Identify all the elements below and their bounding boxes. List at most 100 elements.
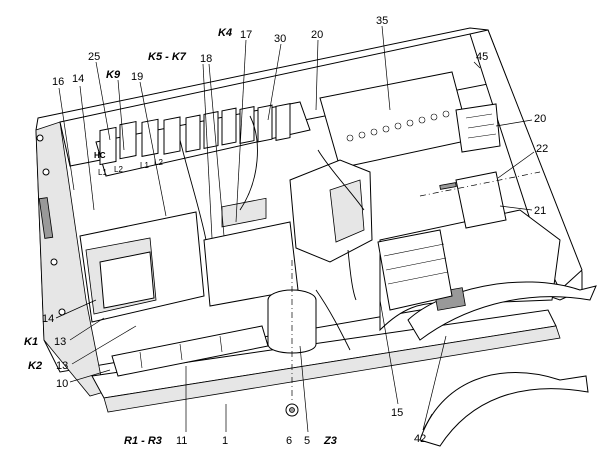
relay-block xyxy=(119,120,137,160)
leader-42a xyxy=(422,335,447,431)
contactor-area xyxy=(79,197,299,323)
terminal-screw xyxy=(406,119,414,127)
callout-45: 45 xyxy=(476,51,488,63)
terminal-screw xyxy=(382,125,390,133)
terminal-screw xyxy=(346,134,354,142)
marking-hc: HC xyxy=(94,151,106,160)
resistor-line xyxy=(179,343,183,361)
callout-1: 1 xyxy=(222,435,228,447)
callout-13-upper: 13 xyxy=(54,336,66,348)
screw xyxy=(36,134,44,142)
relay-block xyxy=(221,107,237,146)
relay-block xyxy=(257,104,273,143)
callout-35: 35 xyxy=(376,15,388,27)
leader-13b xyxy=(71,325,137,365)
strip-line xyxy=(385,257,447,271)
label-k1: K1 xyxy=(24,336,38,348)
leader-30 xyxy=(267,43,282,121)
label-z3: Z3 xyxy=(323,435,337,447)
marking-l1: L1 xyxy=(98,168,107,177)
cable xyxy=(239,115,258,211)
leader-lines xyxy=(55,25,535,433)
callout-16: 16 xyxy=(52,76,64,88)
callout-21: 21 xyxy=(534,205,546,217)
screw xyxy=(42,168,50,176)
callout-18: 18 xyxy=(200,53,212,65)
label-k2: K2 xyxy=(28,360,42,372)
leader-21 xyxy=(499,205,533,211)
leader-15 xyxy=(379,299,399,405)
relay-blocks xyxy=(99,103,291,166)
callout-13-lower: 13 xyxy=(56,360,68,372)
clamp-axis xyxy=(419,171,541,197)
resistor-line xyxy=(139,351,143,369)
center-cable xyxy=(317,149,365,211)
strip-line xyxy=(383,243,445,257)
callout-17: 17 xyxy=(240,29,252,41)
terminal-line xyxy=(467,133,497,139)
terminal-screw xyxy=(430,113,438,121)
resistor-bar xyxy=(111,325,269,377)
leader-45 xyxy=(473,61,481,69)
top-relay-row: HC L1 L2 L1 L2 xyxy=(94,101,311,177)
leader-14b xyxy=(55,299,97,319)
terminal-line xyxy=(467,123,495,129)
relay-block xyxy=(203,111,219,149)
callout-labels: 16 14 25 K9 19 K5 - K7 18 K4 17 30 20 35… xyxy=(24,15,548,447)
leader-5 xyxy=(299,345,309,433)
marking-l2b: L2 xyxy=(154,158,163,167)
right-terminal-body xyxy=(455,103,501,153)
leader-19 xyxy=(139,81,167,217)
callout-6: 6 xyxy=(286,435,292,447)
callout-19: 19 xyxy=(131,71,143,83)
leader-42b xyxy=(422,413,433,431)
terminal-screw xyxy=(442,110,450,118)
curved-bracket-lower xyxy=(419,372,589,447)
clamp-screw xyxy=(439,182,457,190)
center-device xyxy=(289,149,373,263)
terminal-screw xyxy=(418,116,426,124)
resistor-strip xyxy=(111,325,269,377)
terminal-block-rail xyxy=(319,71,471,169)
callout-20-right: 20 xyxy=(534,113,546,125)
cable-clamp xyxy=(419,171,541,229)
leader-20b xyxy=(495,119,533,127)
front-rail-edge xyxy=(103,325,561,413)
relay-block xyxy=(141,118,159,157)
right-terminal-block xyxy=(455,103,501,153)
clamp-body xyxy=(455,171,507,229)
callout-14-bottom: 14 xyxy=(42,313,54,325)
leader-18b xyxy=(208,63,225,237)
leader-17 xyxy=(235,39,247,223)
leader-10 xyxy=(69,369,111,383)
cable xyxy=(179,139,207,241)
terminal-screws xyxy=(346,110,450,142)
callout-25: 25 xyxy=(88,51,100,63)
lower-strip-body xyxy=(377,229,453,311)
contactor-window xyxy=(99,251,155,309)
leader-35 xyxy=(381,25,391,111)
callout-22: 22 xyxy=(536,143,548,155)
leader-18a xyxy=(202,63,213,239)
center-device-face xyxy=(329,179,365,243)
marking-l2: L2 xyxy=(114,165,123,174)
relay-block xyxy=(185,114,201,153)
callout-11: 11 xyxy=(176,435,187,447)
terminal-screw xyxy=(358,131,366,139)
label-r1-r3: R1 - R3 xyxy=(124,435,162,447)
leader-22 xyxy=(497,151,535,179)
marking-l1b: L1 xyxy=(140,161,149,170)
terminal-screw xyxy=(370,128,378,136)
callout-5: 5 xyxy=(304,435,310,447)
terminal-screw xyxy=(394,122,402,130)
callout-42: 42 xyxy=(414,433,426,445)
mounting-nut-hole xyxy=(289,407,295,413)
strip-line xyxy=(387,271,449,285)
filter-z3 xyxy=(267,260,317,417)
relay-block xyxy=(163,116,181,155)
lower-terminal-strip xyxy=(377,229,453,311)
callout-14-top: 14 xyxy=(72,73,84,85)
cable-looms xyxy=(179,115,357,351)
